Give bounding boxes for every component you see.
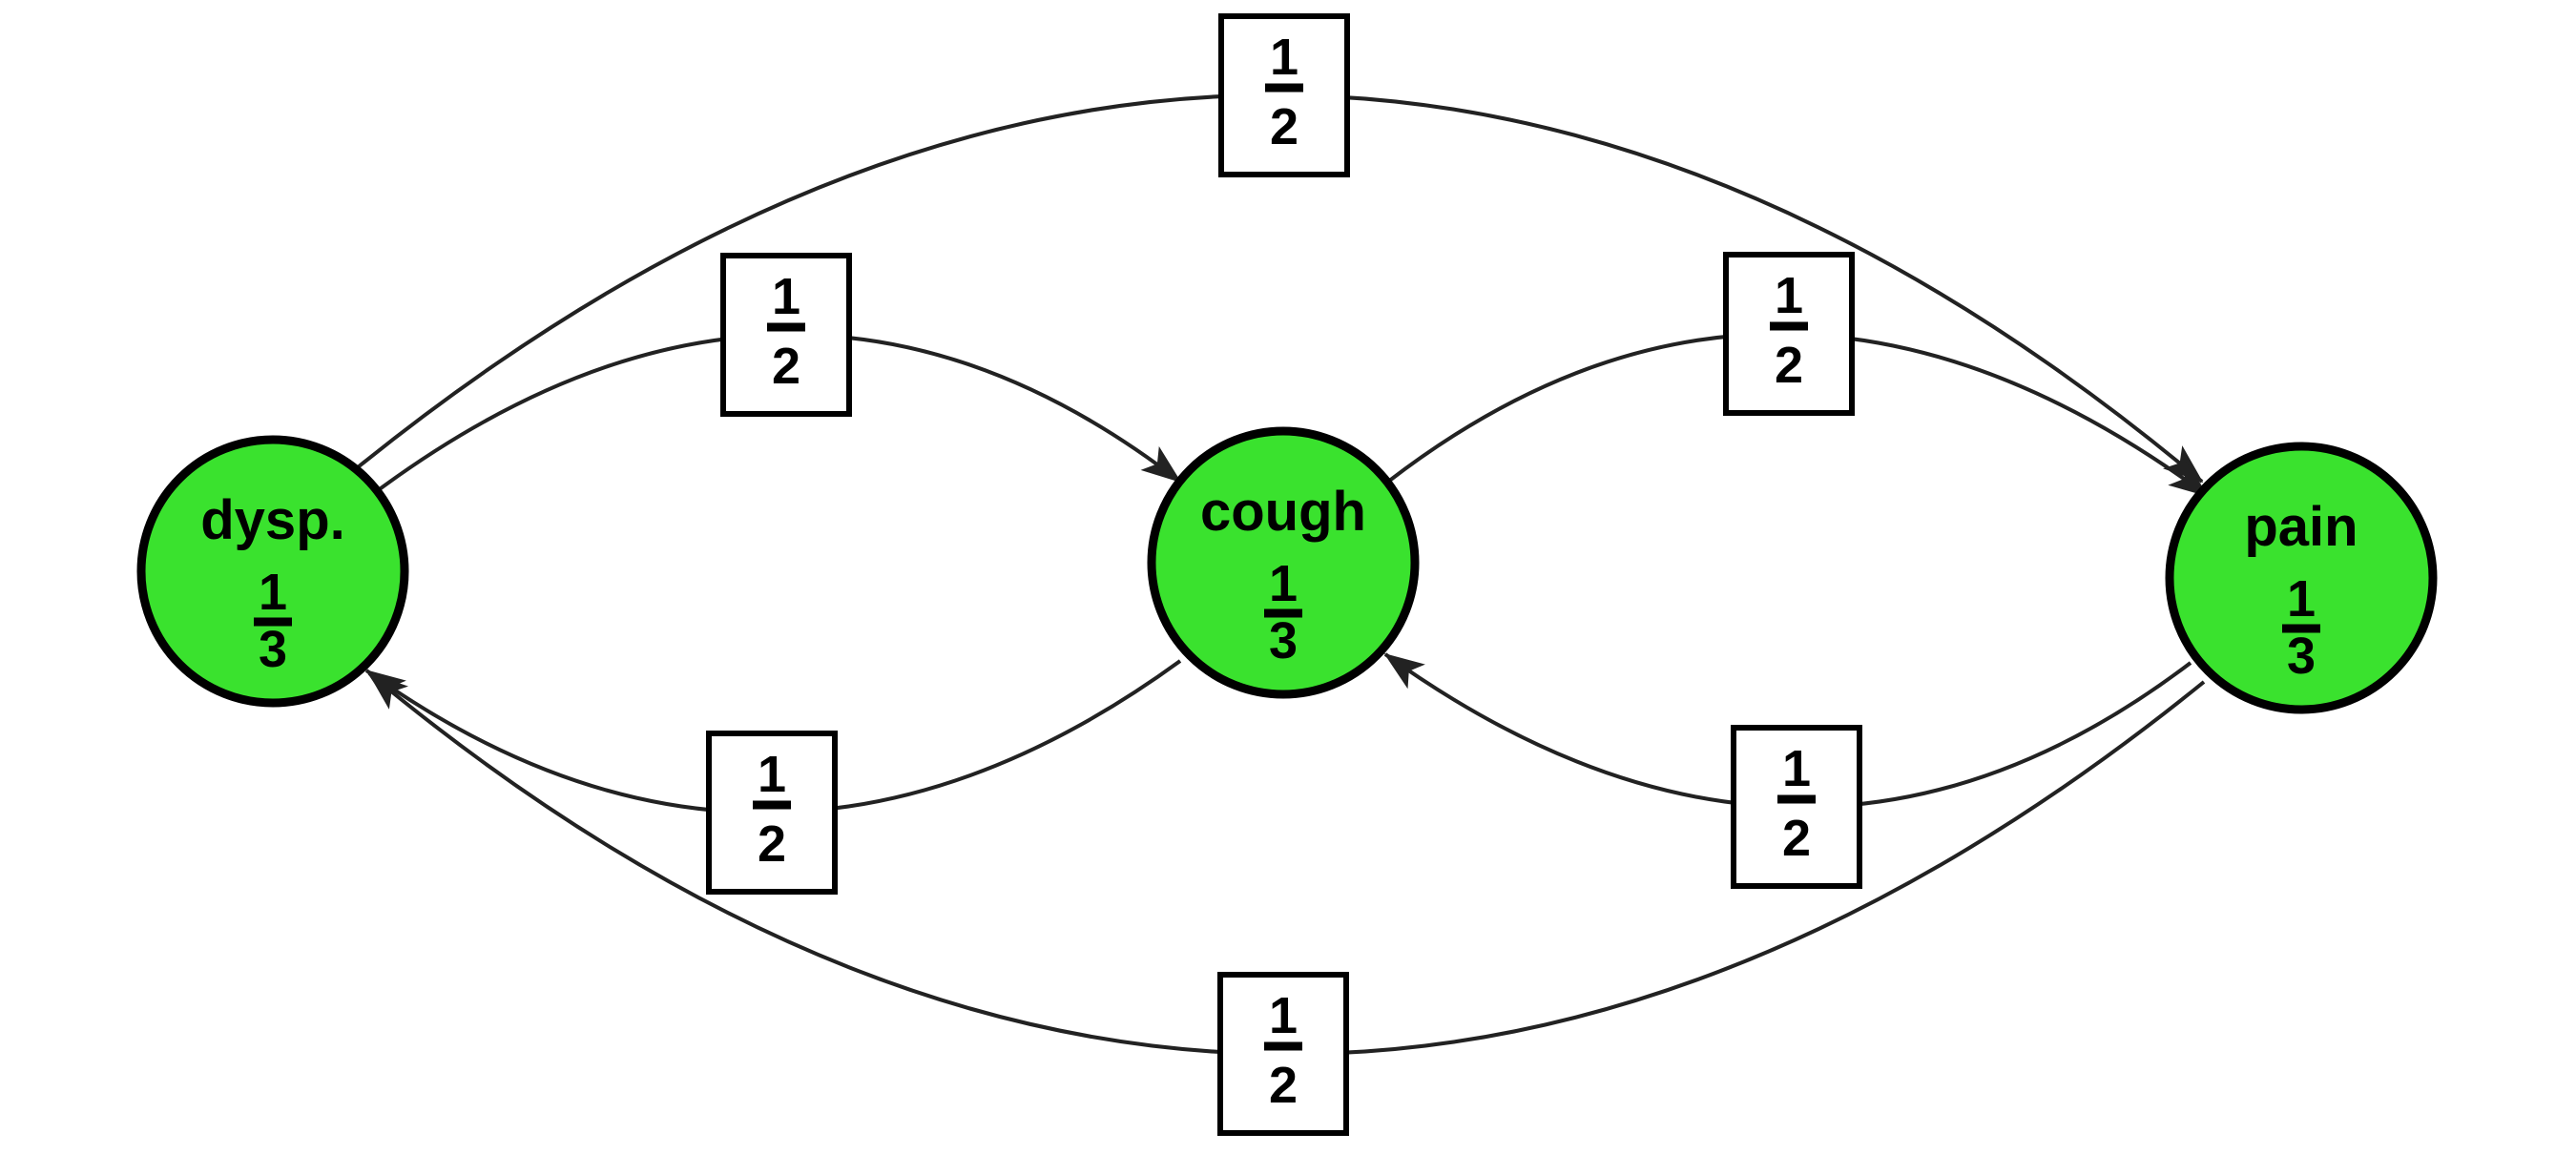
- edge-weight-label-pain-dysp: 1 2: [1217, 972, 1349, 1136]
- edge-weight-box: [1731, 725, 1862, 889]
- node-circle[interactable]: [1147, 426, 1420, 699]
- edge-labels: 1 2 1 2 1 2 1 2 1 2: [706, 13, 1862, 1136]
- edge-weight-label-cough-dysp: 1 2: [706, 731, 838, 895]
- node-label: dysp.: [200, 489, 345, 551]
- edge-weight-box: [706, 731, 838, 895]
- node-prob-numerator: 1: [2287, 570, 2316, 628]
- edge-weight-denominator: 2: [758, 815, 786, 873]
- edge-weight-denominator: 2: [1269, 1057, 1298, 1114]
- node-dysp[interactable]: dysp. 1 3: [136, 435, 409, 708]
- node-prob-numerator: 1: [259, 564, 287, 621]
- nodes: dysp. 1 3 cough 1 3 pain 1 3: [136, 426, 2438, 714]
- edge-weight-numerator: 1: [1775, 267, 1803, 324]
- edge-weight-denominator: 2: [1782, 810, 1811, 867]
- node-prob-denominator: 3: [1269, 612, 1298, 670]
- edge-weight-box: [1218, 13, 1350, 177]
- node-pain[interactable]: pain 1 3: [2165, 442, 2438, 714]
- edge-weight-denominator: 2: [1270, 98, 1298, 155]
- edge-weight-numerator: 1: [1782, 740, 1811, 797]
- edge-weight-box: [1217, 972, 1349, 1136]
- edge-weight-box: [720, 253, 852, 417]
- edge-weight-numerator: 1: [772, 268, 800, 325]
- node-label: pain: [2244, 496, 2358, 558]
- edge-weight-denominator: 2: [1775, 337, 1803, 394]
- node-prob-numerator: 1: [1269, 555, 1298, 612]
- node-label: cough: [1200, 481, 1366, 543]
- edge-weight-label-dysp-pain: 1 2: [1218, 13, 1350, 177]
- edge-weight-label-dysp-cough: 1 2: [720, 253, 852, 417]
- node-circle[interactable]: [136, 435, 409, 708]
- edge-weight-label-cough-pain: 1 2: [1723, 252, 1855, 416]
- node-prob-denominator: 3: [259, 621, 287, 678]
- node-cough[interactable]: cough 1 3: [1147, 426, 1420, 699]
- node-prob-denominator: 3: [2287, 628, 2316, 685]
- edge-weight-box: [1723, 252, 1855, 416]
- edge-weight-numerator: 1: [758, 746, 786, 803]
- edge-weight-numerator: 1: [1270, 29, 1298, 86]
- edge-weight-denominator: 2: [772, 338, 800, 395]
- node-circle[interactable]: [2165, 442, 2438, 714]
- edge-weight-label-pain-cough: 1 2: [1731, 725, 1862, 889]
- edge-weight-numerator: 1: [1269, 987, 1298, 1044]
